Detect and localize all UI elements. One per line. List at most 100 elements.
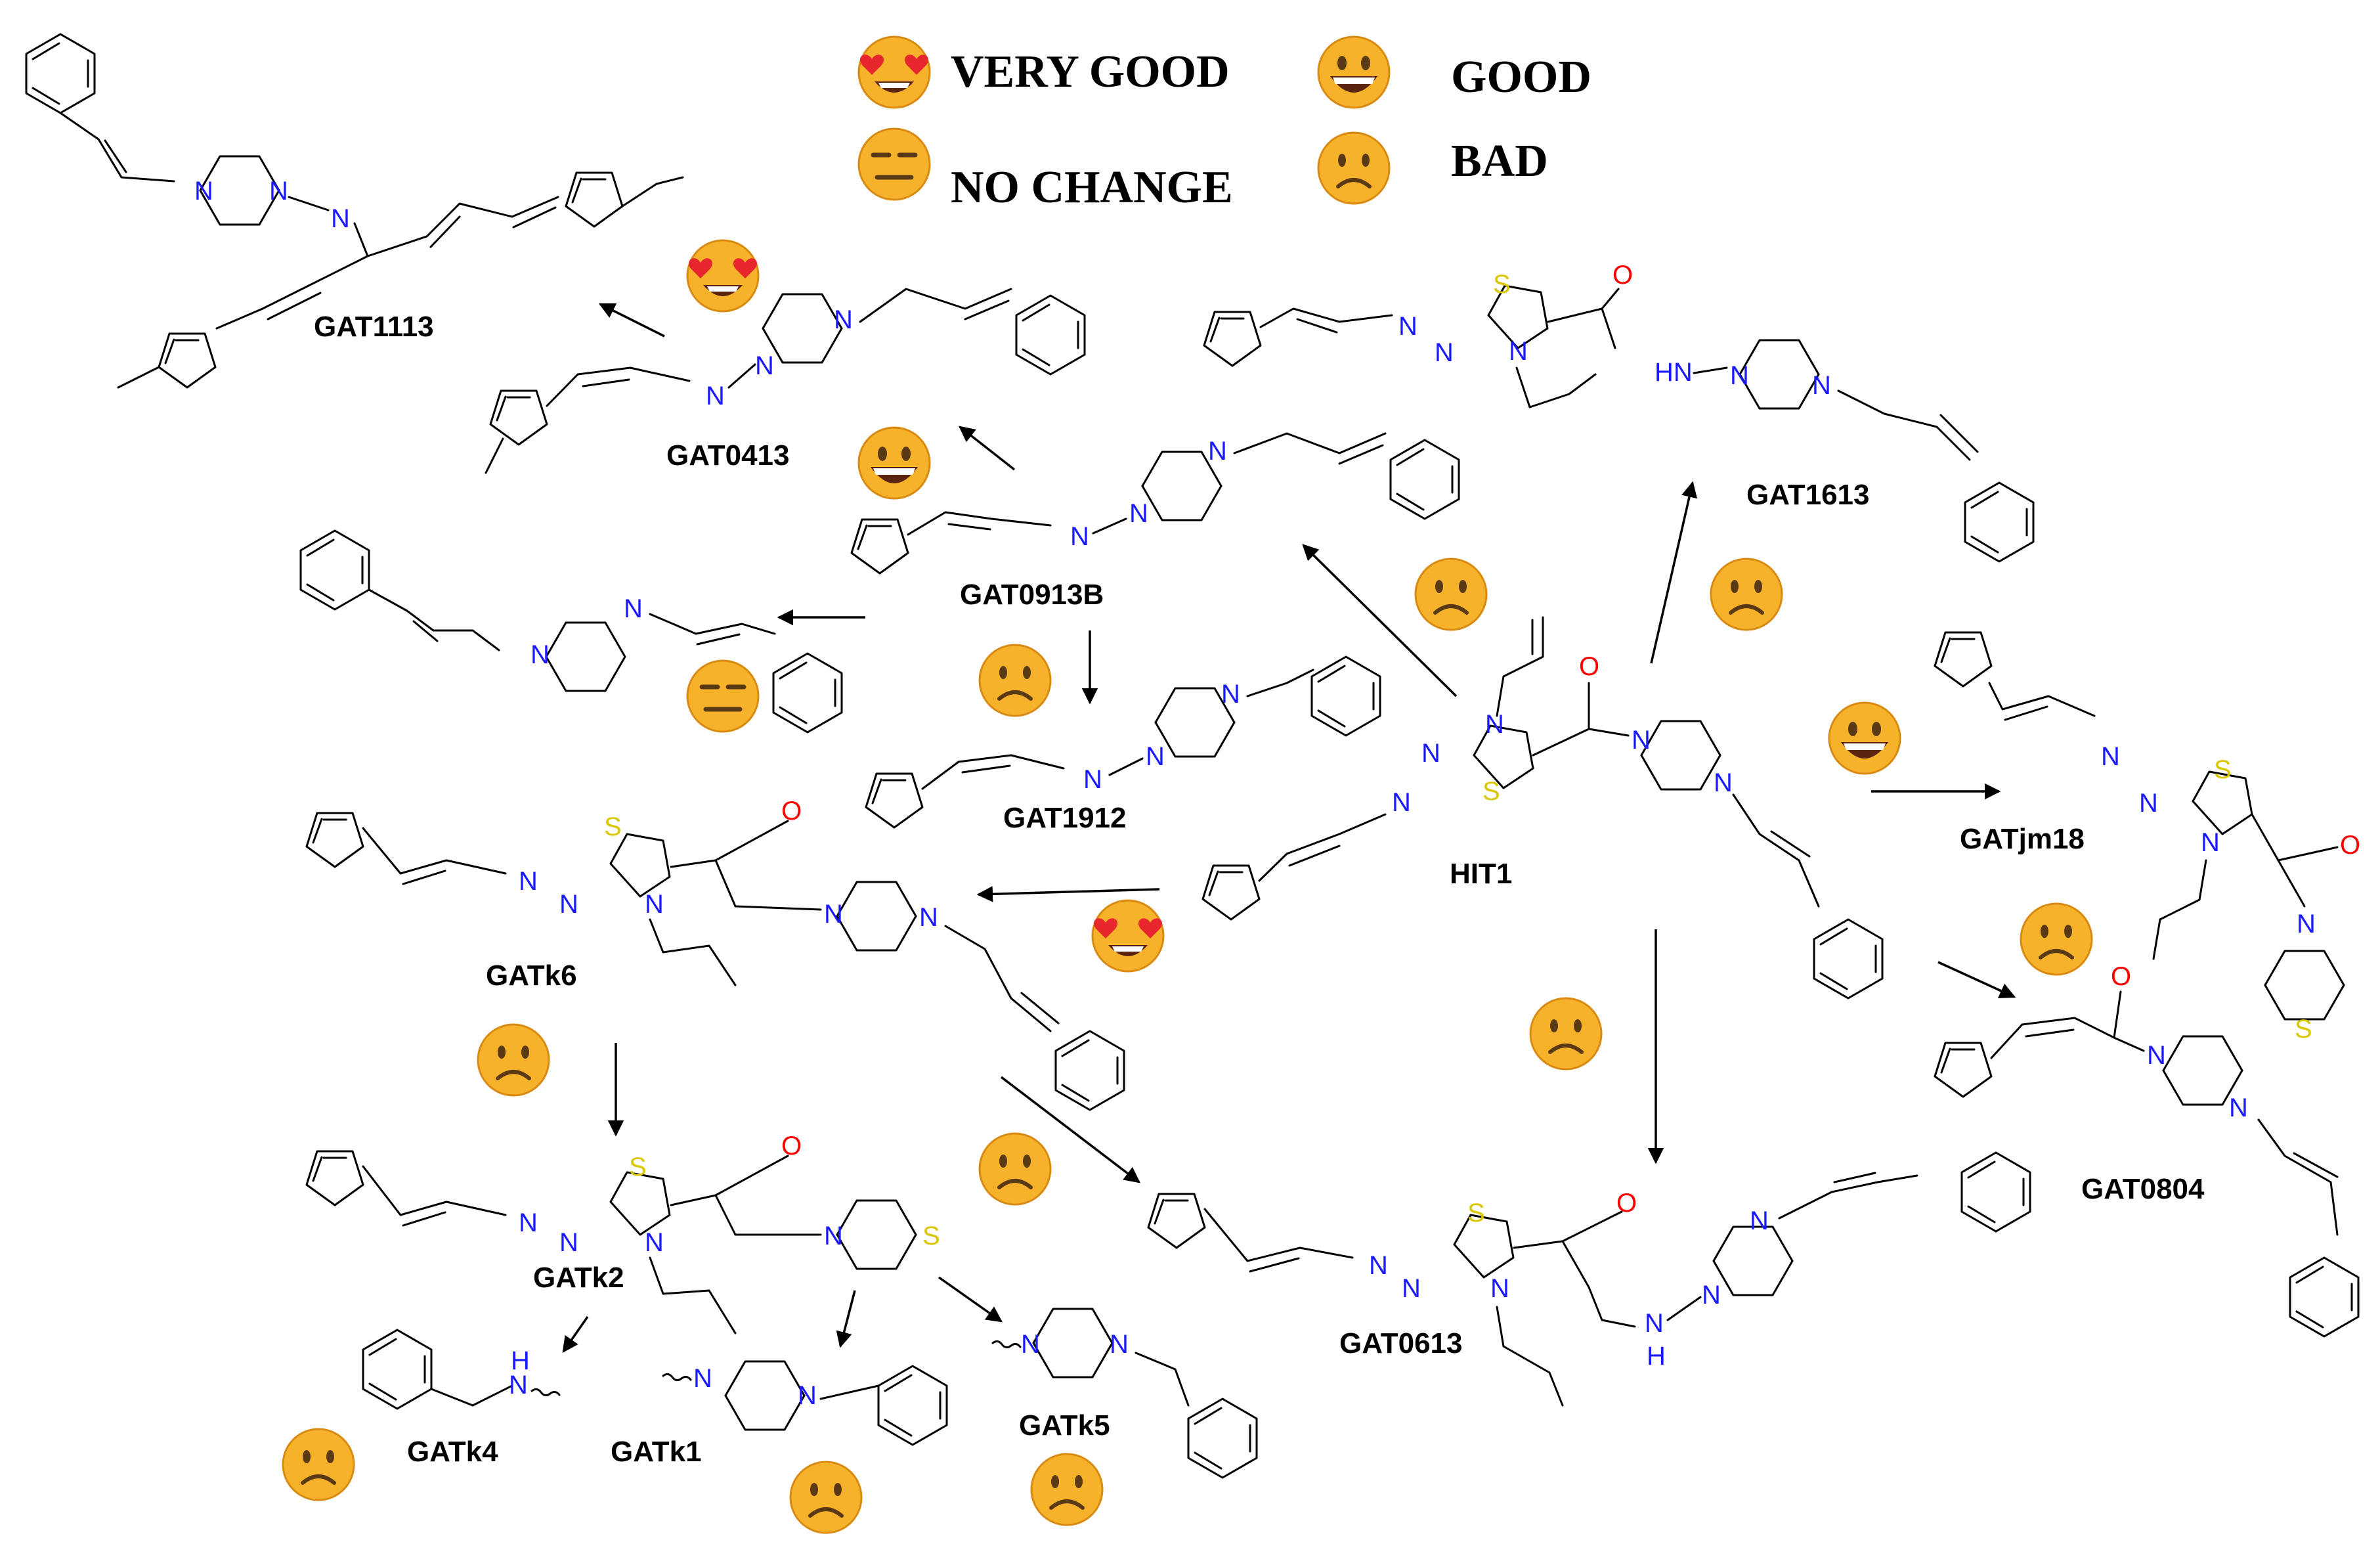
atom-n: N <box>2297 910 2316 938</box>
atom-o: O <box>1579 652 1599 681</box>
bad-emoji-icon <box>1318 133 1389 204</box>
atom-n: N <box>559 1228 578 1257</box>
label-gatjm18: GATjm18 <box>1960 823 2085 855</box>
structure-gat1113: N N N GAT1113 <box>25 33 684 389</box>
arrow <box>1302 544 1458 697</box>
structure-gat1613: N N S N O HN N N GAT1613 <box>1203 261 2035 563</box>
structure-gat0804: O N N GAT0804 <box>1934 962 2360 1338</box>
bad-emoji-icon <box>1031 1454 1102 1525</box>
arrow <box>598 303 665 338</box>
legend-good: GOOD <box>1451 52 1591 102</box>
atom-n: N <box>824 1222 843 1250</box>
atom-n: N <box>1812 371 1831 400</box>
atom-n: N <box>824 900 843 929</box>
bad-emoji-icon <box>1530 998 1601 1069</box>
atom-n: N <box>2101 742 2120 771</box>
very-good-emoji-icon <box>686 239 760 313</box>
bad-emoji-icon <box>283 1429 354 1500</box>
atom-n: N <box>1083 765 1102 794</box>
bad-emoji-icon <box>478 1025 549 1095</box>
atom-s: S <box>604 812 622 841</box>
label-gatk6: GATk6 <box>486 959 577 992</box>
atom-s: S <box>2214 755 2232 784</box>
atom-s: S <box>922 1222 940 1250</box>
label-gatk2: GATk2 <box>533 1262 624 1294</box>
atom-n: N <box>1702 1281 1721 1310</box>
atom-n: N <box>194 177 213 206</box>
label-gat1912: GAT1912 <box>1003 802 1127 834</box>
label-gatk5: GATk5 <box>1019 1409 1110 1442</box>
arrow <box>562 1315 589 1354</box>
atom-s: S <box>2295 1015 2312 1044</box>
structure-gatk5: N N GATk5 <box>991 1308 1258 1479</box>
atom-n: N <box>1485 710 1504 739</box>
atom-n: N <box>1208 437 1227 466</box>
atom-n: N <box>1421 739 1440 768</box>
label-gatk1: GATk1 <box>611 1436 702 1468</box>
atom-n: N <box>519 867 538 896</box>
label-gat0804: GAT0804 <box>2081 1173 2205 1205</box>
atom-n: N <box>1398 312 1417 341</box>
atom-s: S <box>1482 777 1500 806</box>
atom-n: N <box>755 351 774 380</box>
no-change-emoji-icon <box>859 129 930 200</box>
atom-s: S <box>629 1153 647 1181</box>
structure-gatk6: N N S N O N N GATk6 <box>305 797 1125 1111</box>
no-change-emoji-icon <box>687 661 758 732</box>
atom-s: S <box>1493 270 1511 299</box>
good-emoji-icon <box>1317 35 1391 109</box>
atom-n: N <box>1645 1309 1664 1338</box>
atom-n: N <box>693 1364 712 1393</box>
atom-o: O <box>1616 1189 1637 1218</box>
arrow <box>938 1276 1003 1323</box>
atom-n: N <box>530 640 550 669</box>
very-good-emoji-icon <box>857 35 931 109</box>
good-emoji-icon <box>1828 701 1901 775</box>
atom-n: N <box>1129 499 1148 528</box>
atom-n: N <box>1369 1251 1388 1280</box>
atom-n: N <box>1714 768 1733 797</box>
arrow <box>836 1290 856 1348</box>
structure-no-change: N N <box>299 529 843 734</box>
atom-n: N <box>1021 1330 1040 1359</box>
label-gat1613: GAT1613 <box>1746 479 1870 511</box>
arrow <box>976 886 1160 902</box>
atom-n: N <box>1750 1206 1769 1235</box>
label-gat0413: GAT0413 <box>666 439 790 472</box>
structure-gat0913b: N N N GAT0913B <box>850 432 1460 611</box>
atom-n: N <box>1221 680 1240 709</box>
atom-n: N <box>798 1381 817 1410</box>
bad-emoji-icon <box>1711 559 1782 630</box>
atom-n: N <box>2229 1093 2248 1122</box>
atom-n: N <box>645 1228 664 1257</box>
atom-n: N <box>519 1208 538 1237</box>
atom-o: O <box>781 797 802 826</box>
arrow <box>959 426 1016 471</box>
atom-n: N <box>919 903 938 932</box>
atom-n: N <box>1392 788 1411 817</box>
label-gat0613: GAT0613 <box>1339 1327 1463 1359</box>
atom-n: N <box>2139 789 2158 818</box>
atom-n: N <box>1632 726 1651 755</box>
atom-n: N <box>1146 742 1165 771</box>
arrow <box>1000 1076 1140 1183</box>
label-gatk4: GATk4 <box>407 1436 498 1468</box>
atom-n: N <box>509 1371 528 1400</box>
atom-n: N <box>1509 337 1528 366</box>
atom-hn: HN <box>1655 358 1693 387</box>
structure-hit1: N N S N O N N HIT1 <box>1201 616 1884 1000</box>
structure-gatk4: H N GATk4 <box>362 1329 561 1468</box>
structure-gat0413: N N N GAT0413 <box>485 288 1086 474</box>
good-emoji-icon <box>857 426 931 500</box>
bad-emoji-icon <box>980 645 1050 716</box>
atom-n: N <box>331 204 350 233</box>
atom-s: S <box>1467 1199 1485 1227</box>
bad-emoji-icon <box>2021 904 2092 975</box>
atom-n: N <box>1070 522 1089 551</box>
atom-n: N <box>1490 1274 1509 1303</box>
bad-emoji-icon <box>980 1134 1050 1204</box>
atom-n: N <box>645 890 664 919</box>
structure-gatk1: N N GATk1 <box>611 1360 948 1468</box>
structure-gat0613: N N S N O N H N N GAT0613 <box>1147 1151 2031 1407</box>
